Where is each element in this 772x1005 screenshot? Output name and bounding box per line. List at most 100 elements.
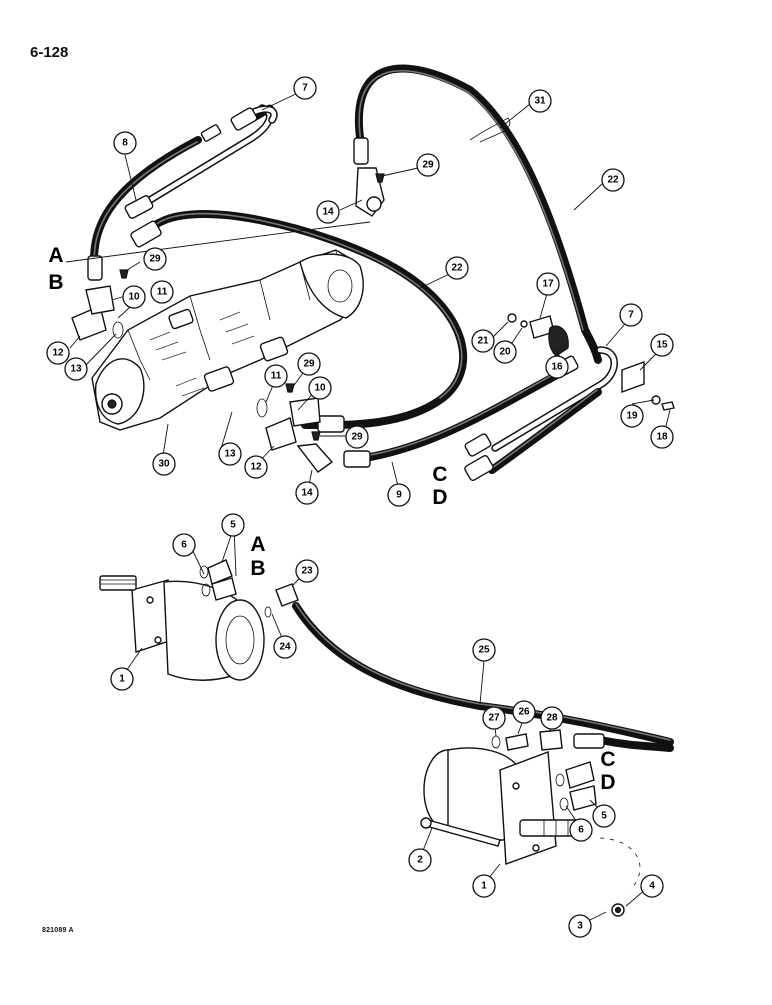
svg-text:27: 27 <box>488 713 500 724</box>
svg-text:5: 5 <box>601 811 607 822</box>
svg-text:6: 6 <box>578 825 584 836</box>
connection-letter-a: A <box>48 244 63 267</box>
callout-28: 28 <box>540 706 564 730</box>
callout-26: 26 <box>512 700 536 724</box>
motor-left <box>99 559 299 681</box>
callout-18: 18 <box>650 425 674 449</box>
figure-code: 821089 A <box>42 927 74 934</box>
callouts: 8 7 31 29 14 22 29 10 11 12 13 22 17 21 … <box>46 76 674 938</box>
svg-text:14: 14 <box>322 207 334 218</box>
svg-text:4: 4 <box>649 881 655 892</box>
callout-2: 2 <box>408 848 432 872</box>
callout-29: 29 <box>143 247 167 271</box>
svg-text:22: 22 <box>607 175 619 186</box>
connection-letters: A B C D A B C D <box>48 244 615 794</box>
svg-text:8: 8 <box>122 138 128 149</box>
svg-text:7: 7 <box>628 310 634 321</box>
svg-text:3: 3 <box>577 921 583 932</box>
callout-13: 13 <box>218 442 242 466</box>
motor-right <box>420 729 641 917</box>
callout-5: 5 <box>592 804 616 828</box>
callout-22: 22 <box>601 168 625 192</box>
svg-text:23: 23 <box>301 566 313 577</box>
svg-text:29: 29 <box>303 359 315 370</box>
callout-30: 30 <box>152 452 176 476</box>
svg-text:12: 12 <box>250 462 262 473</box>
callout-27: 27 <box>482 706 506 730</box>
callout-16: 16 <box>545 355 569 379</box>
svg-text:24: 24 <box>279 642 291 653</box>
svg-text:26: 26 <box>518 707 530 718</box>
callout-12: 12 <box>46 341 70 365</box>
callout-13: 13 <box>64 357 88 381</box>
connection-letter-c: C <box>600 748 615 771</box>
callout-1: 1 <box>110 667 134 691</box>
svg-text:30: 30 <box>158 459 170 470</box>
callout-7: 7 <box>293 76 317 100</box>
callout-14: 14 <box>316 200 340 224</box>
callout-31: 31 <box>528 89 552 113</box>
callout-12: 12 <box>244 455 268 479</box>
svg-text:7: 7 <box>302 83 308 94</box>
callout-11: 11 <box>150 280 174 304</box>
svg-text:6: 6 <box>181 540 187 551</box>
svg-text:13: 13 <box>224 449 236 460</box>
svg-text:12: 12 <box>52 348 64 359</box>
svg-text:21: 21 <box>477 336 489 347</box>
callout-29: 29 <box>416 153 440 177</box>
callout-11: 11 <box>264 364 288 388</box>
pump-assembly <box>91 249 364 431</box>
callout-4: 4 <box>640 874 664 898</box>
callout-22: 22 <box>445 256 469 280</box>
callout-24: 24 <box>273 635 297 659</box>
pump-body <box>91 249 361 431</box>
svg-text:10: 10 <box>128 292 140 303</box>
callout-5: 5 <box>221 513 245 537</box>
callout-3: 3 <box>568 914 592 938</box>
svg-text:1: 1 <box>119 674 125 685</box>
svg-text:22: 22 <box>451 263 463 274</box>
callout-9: 9 <box>387 483 411 507</box>
svg-text:11: 11 <box>271 371 282 382</box>
hose-9 <box>361 364 574 462</box>
svg-text:31: 31 <box>534 96 546 107</box>
svg-text:28: 28 <box>546 713 558 724</box>
callout-8: 8 <box>113 131 137 155</box>
svg-text:17: 17 <box>542 279 554 290</box>
callout-14: 14 <box>295 481 319 505</box>
svg-text:2: 2 <box>417 855 423 866</box>
svg-text:19: 19 <box>626 411 638 422</box>
callout-1: 1 <box>472 874 496 898</box>
connection-letter-d: D <box>600 771 615 794</box>
svg-text:15: 15 <box>656 340 668 351</box>
callout-6: 6 <box>569 818 593 842</box>
svg-text:13: 13 <box>70 364 82 375</box>
callout-19: 19 <box>620 404 644 428</box>
hose-cd <box>488 388 602 474</box>
hose-22-long <box>354 64 602 364</box>
svg-text:1: 1 <box>481 881 487 892</box>
callout-7: 7 <box>619 303 643 327</box>
svg-text:10: 10 <box>314 383 326 394</box>
hose-fittings-upper <box>71 107 675 482</box>
svg-text:29: 29 <box>149 254 161 265</box>
page-number: 6-128 <box>30 44 69 61</box>
callout-15: 15 <box>650 333 674 357</box>
svg-text:20: 20 <box>499 347 511 358</box>
svg-text:25: 25 <box>478 645 490 656</box>
svg-text:5: 5 <box>230 520 236 531</box>
callout-21: 21 <box>471 329 495 353</box>
callout-17: 17 <box>536 272 560 296</box>
connection-letter-c: C <box>432 463 447 486</box>
svg-text:29: 29 <box>351 432 363 443</box>
svg-text:29: 29 <box>422 160 434 171</box>
svg-text:16: 16 <box>551 362 563 373</box>
svg-text:14: 14 <box>301 488 313 499</box>
connection-letter-b: B <box>48 271 63 294</box>
svg-text:11: 11 <box>157 287 168 298</box>
callout-29: 29 <box>297 352 321 376</box>
connection-letter-d: D <box>432 486 447 509</box>
callout-25: 25 <box>472 638 496 662</box>
